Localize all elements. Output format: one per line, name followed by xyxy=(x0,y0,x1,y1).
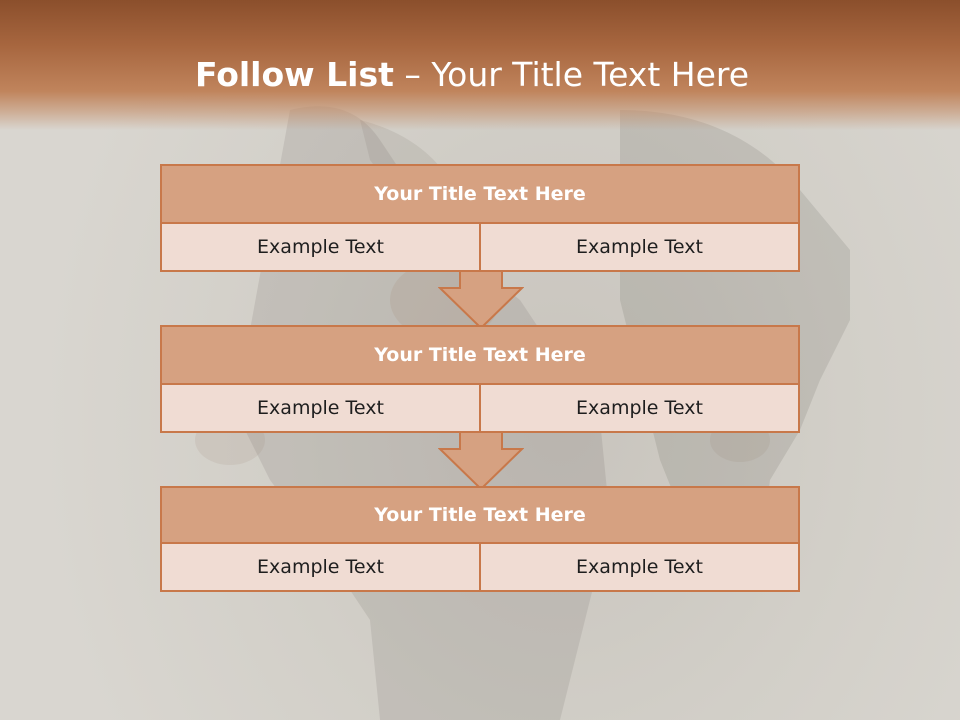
list-block-row: Example Text Example Text xyxy=(162,544,798,590)
list-block-1: Your Title Text Here Example Text Exampl… xyxy=(160,164,800,272)
list-block-cell-right: Example Text xyxy=(479,385,798,431)
down-arrow-icon xyxy=(438,431,524,491)
list-block-heading: Your Title Text Here xyxy=(162,327,798,385)
list-block-row: Example Text Example Text xyxy=(162,385,798,431)
list-block-cell-left: Example Text xyxy=(162,385,479,431)
header-band xyxy=(0,0,960,130)
list-block-cell-left: Example Text xyxy=(162,224,479,270)
list-block-heading: Your Title Text Here xyxy=(162,488,798,544)
list-block-cell-right: Example Text xyxy=(479,544,798,590)
list-block-heading: Your Title Text Here xyxy=(162,166,798,224)
list-block-cell-right: Example Text xyxy=(479,224,798,270)
slide-title: Follow List – Your Title Text Here xyxy=(0,52,944,98)
list-block-2: Your Title Text Here Example Text Exampl… xyxy=(160,325,800,433)
list-block-row: Example Text Example Text xyxy=(162,224,798,270)
list-block-cell-left: Example Text xyxy=(162,544,479,590)
slide-title-bold: Follow List xyxy=(194,55,394,94)
down-arrow-icon xyxy=(438,270,524,330)
slide-title-rest: – Your Title Text Here xyxy=(393,55,750,94)
list-block-3: Your Title Text Here Example Text Exampl… xyxy=(160,486,800,592)
